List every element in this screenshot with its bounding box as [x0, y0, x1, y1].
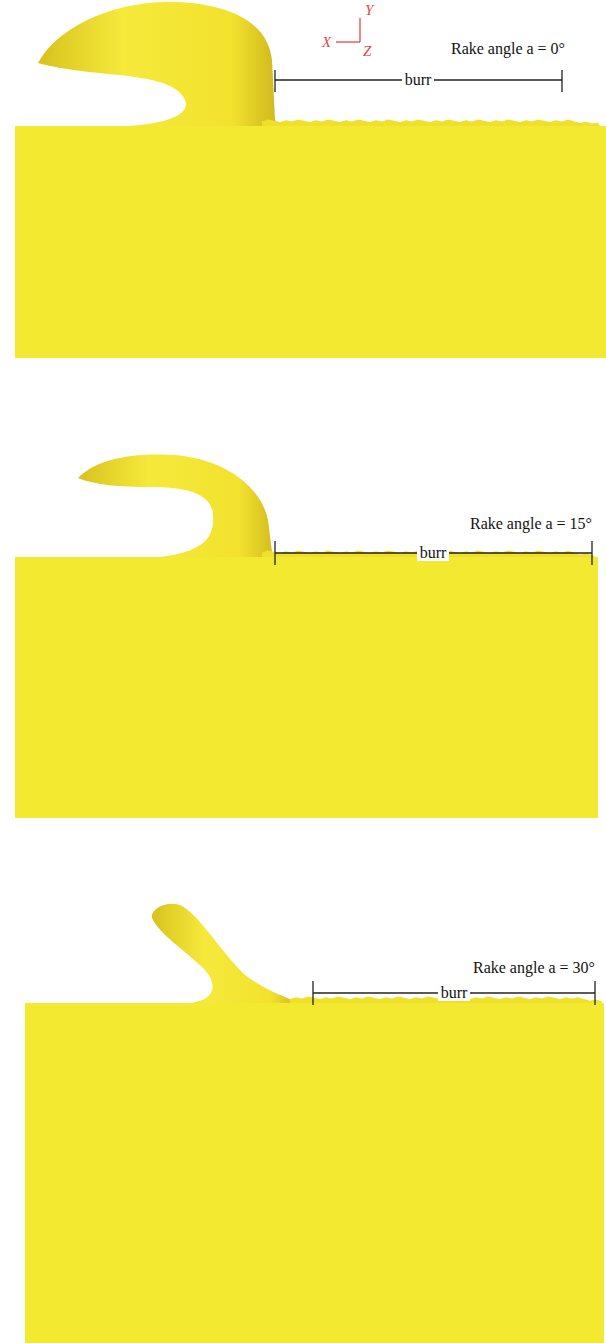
chip	[152, 904, 300, 1003]
workpiece	[25, 1003, 604, 1343]
burr-bracket	[275, 541, 592, 565]
workpiece	[15, 126, 606, 358]
burr-bracket	[313, 981, 595, 1005]
workpiece	[15, 557, 598, 818]
axis-label: Z	[363, 44, 371, 59]
part-label: burr	[438, 985, 471, 1001]
axis-label: Y	[365, 3, 373, 18]
part-label: burr	[417, 545, 450, 561]
angle-label: Rake angle a = 0°	[451, 41, 565, 57]
burr-strip	[262, 120, 600, 126]
angle-label: Rake angle a = 30°	[473, 960, 595, 976]
chip	[38, 2, 280, 126]
angle-label: Rake angle a = 15°	[470, 516, 592, 532]
axis-triad	[336, 18, 360, 42]
part-label: burr	[402, 72, 435, 88]
axis-label: X	[322, 35, 331, 50]
burr-bracket	[275, 70, 562, 92]
chip	[78, 454, 280, 557]
